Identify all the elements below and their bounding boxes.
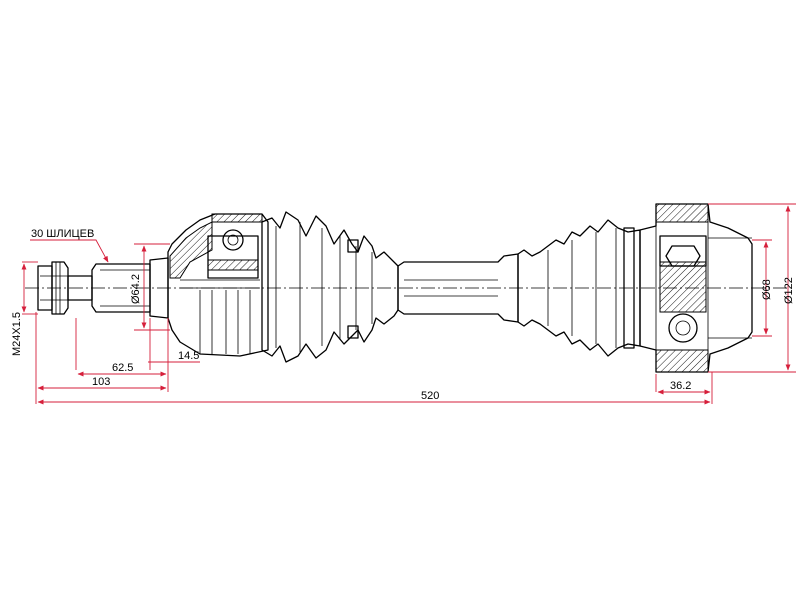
inner-cv-joint	[639, 203, 753, 373]
length-total-label: 520	[421, 390, 439, 402]
dia-shaft-label: Ø64.2	[130, 274, 142, 304]
dia-inner-label: Ø68	[761, 279, 773, 300]
outer-cv-joint	[167, 213, 269, 357]
roller-icon	[668, 313, 698, 343]
splines-label: 30 ШЛИЦЕВ	[31, 228, 94, 240]
outer-boot	[261, 211, 399, 363]
thread-label: M24X1.5	[11, 312, 23, 356]
dimensions	[21, 203, 796, 405]
dia-outer-label: Ø122	[783, 277, 795, 304]
length-14-5-label: 14.5	[178, 350, 199, 362]
ball-icon	[222, 229, 244, 251]
length-62-5-label: 62.5	[112, 362, 133, 374]
length-36-2-label: 36.2	[670, 380, 691, 392]
threaded-end	[37, 261, 93, 315]
length-103-label: 103	[92, 376, 110, 388]
